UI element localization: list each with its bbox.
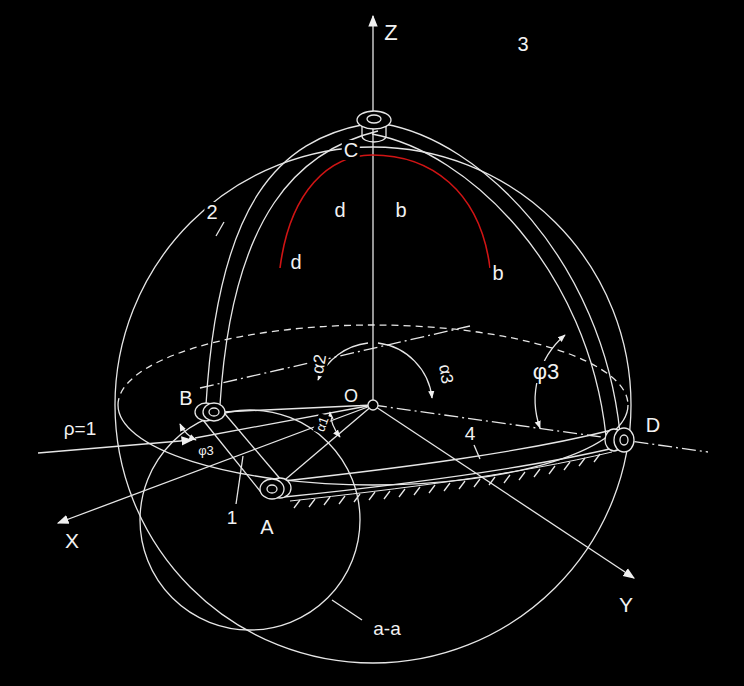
- arc-end-label: d: [288, 252, 303, 272]
- joint-label: D: [644, 415, 662, 435]
- z-axis: [372, 16, 373, 405]
- angle-phi3-small: [180, 424, 196, 440]
- y-axis: [373, 405, 634, 578]
- joint-a: [260, 478, 291, 499]
- trace-arc: [280, 155, 490, 268]
- angle-label: φ3: [531, 361, 562, 383]
- a-a-leader: [332, 600, 362, 620]
- part-number: 3: [515, 34, 530, 54]
- joint-label: B: [177, 388, 194, 408]
- arc-end-label: d: [332, 200, 347, 220]
- leader-2: [216, 222, 224, 236]
- joint-d: [605, 428, 634, 452]
- angle-alpha3: [378, 343, 432, 398]
- axis-label: Z: [382, 22, 399, 44]
- link-4: [284, 430, 612, 481]
- part-number: 2: [204, 202, 219, 222]
- link-2: [206, 124, 366, 405]
- angle-alpha1: [330, 412, 340, 437]
- joint-b: [195, 403, 225, 421]
- circle-label: a-a: [371, 619, 402, 638]
- equator-front: [118, 405, 628, 485]
- joint-c: [357, 111, 391, 142]
- arc-end-label: b: [393, 200, 408, 220]
- joint-label: C: [342, 140, 360, 160]
- center-point: [368, 400, 378, 410]
- link-3: [384, 124, 620, 433]
- ground-hatch: [290, 452, 612, 508]
- part-number: 1: [225, 508, 240, 527]
- ob-line: [200, 326, 470, 388]
- link-4: [284, 448, 614, 497]
- link-1: [203, 420, 264, 496]
- link-2: [220, 131, 378, 405]
- leader-1: [236, 456, 243, 504]
- part-number: 4: [463, 424, 478, 443]
- arc-end-label: b: [490, 263, 505, 283]
- x-axis: [58, 405, 373, 523]
- link-1: [220, 408, 282, 481]
- axis-label: Y: [617, 594, 635, 615]
- angle-label: α2: [309, 351, 330, 377]
- center-label: O: [342, 387, 360, 405]
- link-3: [372, 134, 606, 436]
- angle-label: φ3: [196, 444, 216, 457]
- axis-label: X: [63, 530, 81, 551]
- radius-b: [222, 405, 373, 412]
- leader-4: [474, 445, 480, 459]
- radius-label: ρ=1: [62, 419, 98, 438]
- joint-label: A: [258, 517, 275, 537]
- angle-label: α3: [436, 361, 457, 387]
